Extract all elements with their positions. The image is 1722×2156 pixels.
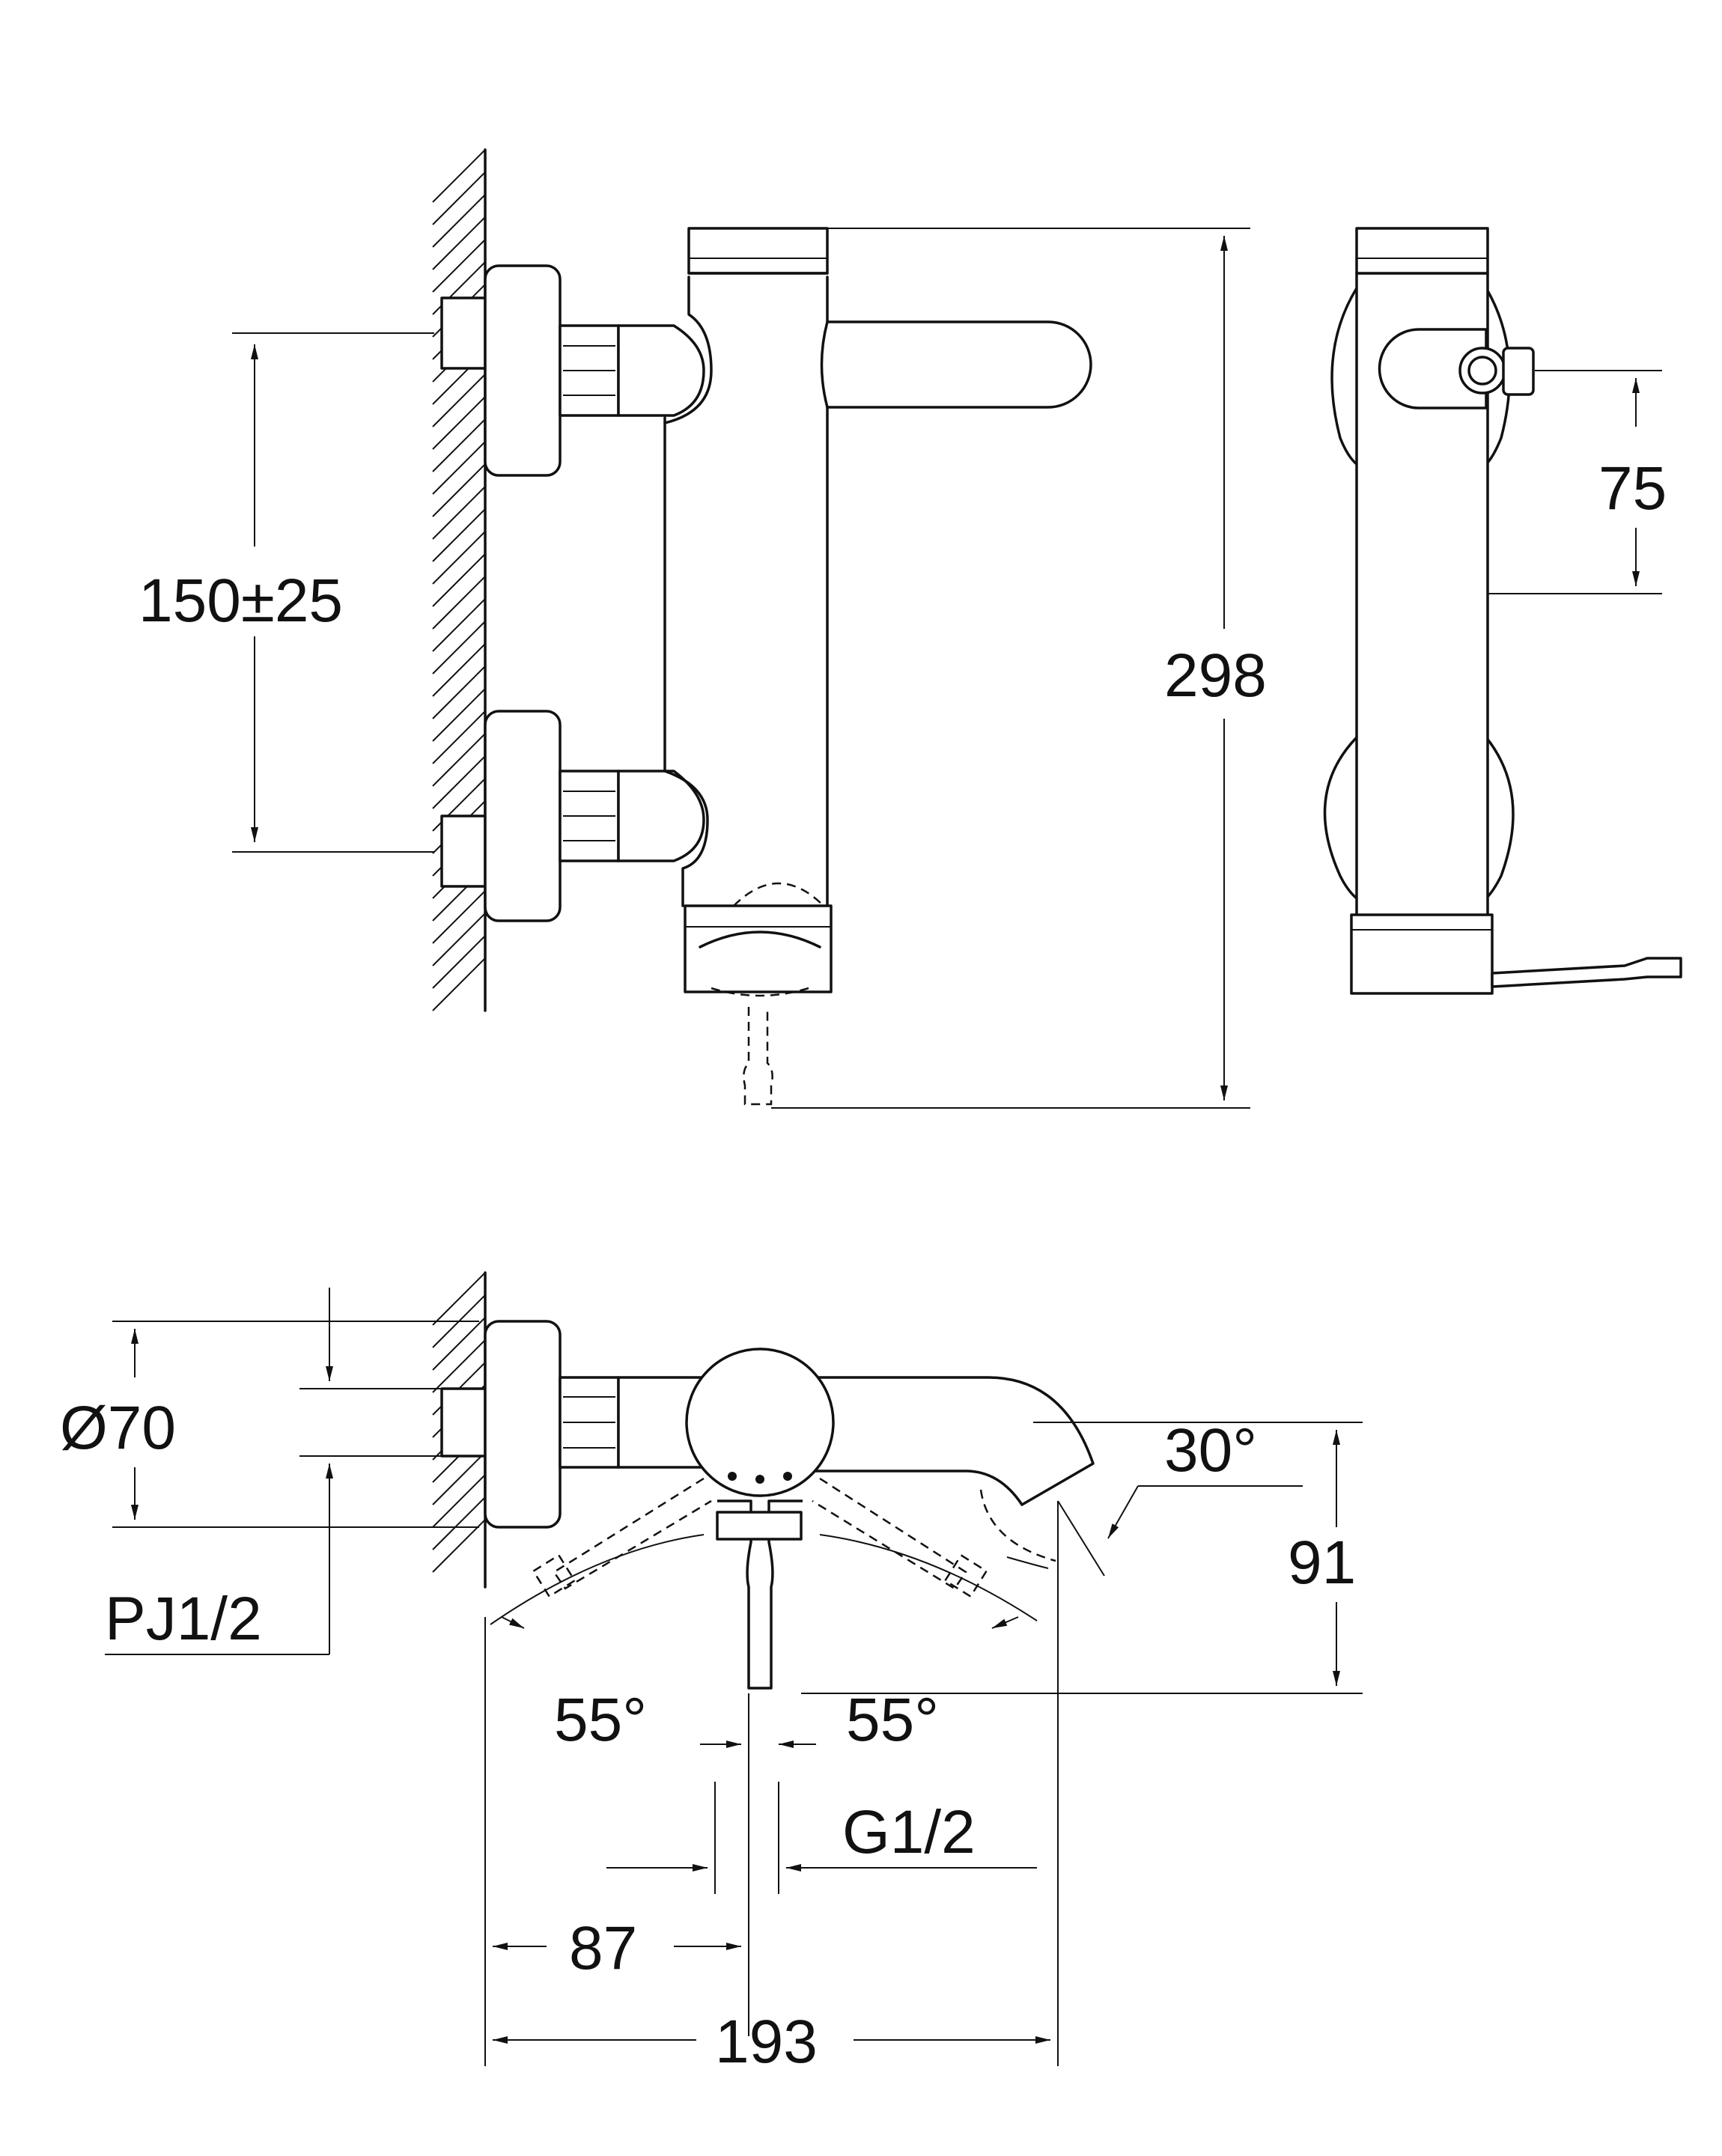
hatch-line (432, 733, 486, 787)
dimension-193: 193 (493, 2008, 1050, 2076)
dim-label-91: 91 (1288, 1529, 1356, 1597)
dim-label-87: 87 (569, 1914, 637, 1982)
dimension-75: 75 (1488, 370, 1667, 594)
hatch-line (432, 531, 486, 585)
hatch-line (432, 463, 486, 517)
hatch-line (432, 598, 486, 652)
dim-label-diameter: Ø70 (60, 1394, 176, 1462)
hatch-line (432, 1272, 486, 1326)
hatch-line (432, 508, 486, 562)
upper-connection (440, 264, 705, 477)
dim-label-55-left: 55° (554, 1686, 647, 1754)
hatch-line (432, 755, 486, 809)
dimension-diameter: Ø70 (60, 1321, 479, 1528)
dim-label-150: 150±25 (139, 567, 343, 635)
dim-label-g12: G1/2 (842, 1798, 976, 1866)
dimension-swivel-angle: 30° (1006, 1416, 1303, 1569)
hatch-line (432, 374, 486, 427)
dimension-298: 298 (771, 228, 1267, 1109)
hatch-line (432, 710, 486, 764)
dim-label-55-right: 55° (846, 1686, 939, 1754)
hatch-line (432, 486, 486, 540)
hatch-line (432, 239, 486, 293)
top-view: Ø70 PJ1/2 30° 91 (60, 1271, 1363, 2076)
hatch-line (432, 1496, 486, 1550)
dimension-inlet-thread: PJ1/2 (105, 1288, 479, 1655)
hatch-line (432, 935, 486, 989)
hatch-line (432, 1452, 486, 1505)
hatch-line (432, 890, 486, 944)
dimension-87: 87 (493, 1914, 741, 1982)
dimension-outlet-thread: G1/2 (606, 1798, 1037, 1872)
front-view: 150±25 298 (139, 148, 1267, 1109)
hatch-line (432, 396, 486, 450)
hatch-line (432, 688, 486, 742)
hatch-line (432, 913, 486, 966)
dim-label-75: 75 (1598, 454, 1667, 523)
hatch-line (432, 149, 486, 203)
hatch-line (432, 553, 486, 607)
dim-label-193: 193 (715, 2008, 818, 2076)
hatch-line (432, 194, 486, 248)
mixer-body-front (663, 227, 1092, 1106)
hatch-line (432, 576, 486, 630)
dim-label-298: 298 (1164, 642, 1267, 710)
dim-label-inlet: PJ1/2 (105, 1585, 262, 1653)
dimension-91: 91 (1288, 1430, 1356, 1686)
hatch-line (432, 1317, 486, 1371)
hatch-line (432, 441, 486, 495)
hatch-line (432, 957, 486, 1011)
dim-label-30deg: 30° (1164, 1416, 1257, 1484)
hatch-line (432, 1519, 486, 1573)
hatch-line (432, 666, 486, 719)
lower-connection (440, 710, 705, 922)
dimension-150: 150±25 (139, 332, 434, 853)
hatch-line (432, 1339, 486, 1393)
hatch-line (432, 418, 486, 472)
hatch-line (432, 1474, 486, 1528)
hatch-line (432, 621, 486, 674)
side-view: 75 (1323, 227, 1682, 995)
dimension-lever-angles: 55° 55° (490, 1534, 1038, 1754)
hatch-line (432, 171, 486, 225)
hatch-line (432, 216, 486, 270)
hatch-line (432, 643, 486, 697)
